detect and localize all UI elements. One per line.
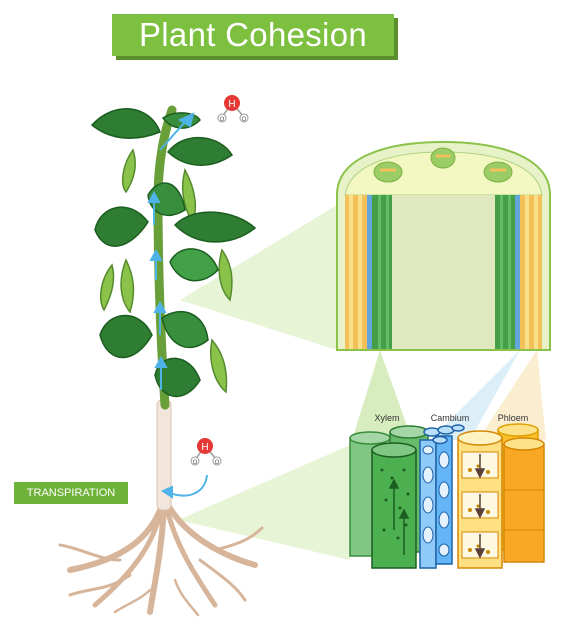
cambium-zoom-cone bbox=[430, 350, 520, 440]
leaf bbox=[169, 248, 219, 282]
molecule-center-symbol: H bbox=[228, 99, 235, 110]
arrow-up-icon bbox=[177, 112, 195, 128]
vascular-bundle-icon bbox=[373, 161, 403, 183]
molecule-side-symbol: O bbox=[215, 460, 220, 466]
leaf bbox=[99, 314, 153, 359]
vascular-bundle-icon bbox=[430, 147, 456, 169]
oxygen-atom-icon bbox=[197, 438, 213, 454]
leaf bbox=[90, 108, 161, 139]
molecule-side-symbol: O bbox=[242, 117, 247, 123]
hydrogen-atom-icon bbox=[239, 113, 249, 123]
xylem-label: Xylem bbox=[374, 413, 399, 423]
arrow-curved-icon bbox=[160, 485, 173, 499]
zoom-cones bbox=[178, 205, 546, 560]
oxygen-atom-icon bbox=[224, 95, 240, 111]
leaves bbox=[90, 108, 257, 398]
phloem-zoom-cone bbox=[478, 350, 546, 440]
arrow-up-icon bbox=[147, 190, 161, 203]
arrow-up-icon bbox=[154, 355, 168, 368]
transpiration-tag: TRANSPIRATION bbox=[14, 482, 128, 504]
arrow-up-icon bbox=[153, 300, 167, 313]
title-banner: Plant Cohesion bbox=[112, 14, 394, 56]
phloem-tubes bbox=[457, 423, 545, 569]
hydrogen-atom-icon bbox=[217, 113, 227, 123]
transpiration-label: TRANSPIRATION bbox=[26, 487, 116, 499]
hydrogen-atom-icon bbox=[212, 456, 222, 466]
molecule-side-symbol: O bbox=[220, 117, 225, 123]
main-stem bbox=[153, 105, 177, 410]
root-zoom-cone bbox=[178, 445, 350, 560]
stem-cross-section bbox=[336, 140, 551, 351]
vascular-tissue-section bbox=[349, 423, 545, 569]
cambium-tubes bbox=[419, 424, 465, 569]
water-flow-arrows bbox=[147, 112, 208, 499]
leaf bbox=[166, 137, 234, 166]
page-title: Plant Cohesion bbox=[138, 16, 367, 53]
xylem-zoom-cone bbox=[352, 350, 412, 440]
hydrogen-atom-icon bbox=[190, 456, 200, 466]
water-molecule-lower: H O O bbox=[190, 438, 222, 466]
cambium-label: Cambium bbox=[431, 413, 470, 423]
stem-zoom-cone bbox=[180, 205, 337, 350]
molecule-side-symbol: O bbox=[193, 460, 198, 466]
roots bbox=[58, 502, 264, 617]
vascular-bundle-icon bbox=[483, 161, 513, 183]
leaf bbox=[94, 206, 149, 247]
molecule-center-symbol: H bbox=[201, 442, 208, 453]
phloem-label: Phloem bbox=[498, 413, 529, 423]
pea-pods bbox=[99, 148, 233, 394]
leaf bbox=[161, 310, 209, 349]
leaf bbox=[173, 211, 257, 243]
water-molecule-top: H O O bbox=[217, 95, 249, 123]
xylem-tubes bbox=[349, 425, 429, 569]
arrow-up-icon bbox=[149, 248, 163, 261]
